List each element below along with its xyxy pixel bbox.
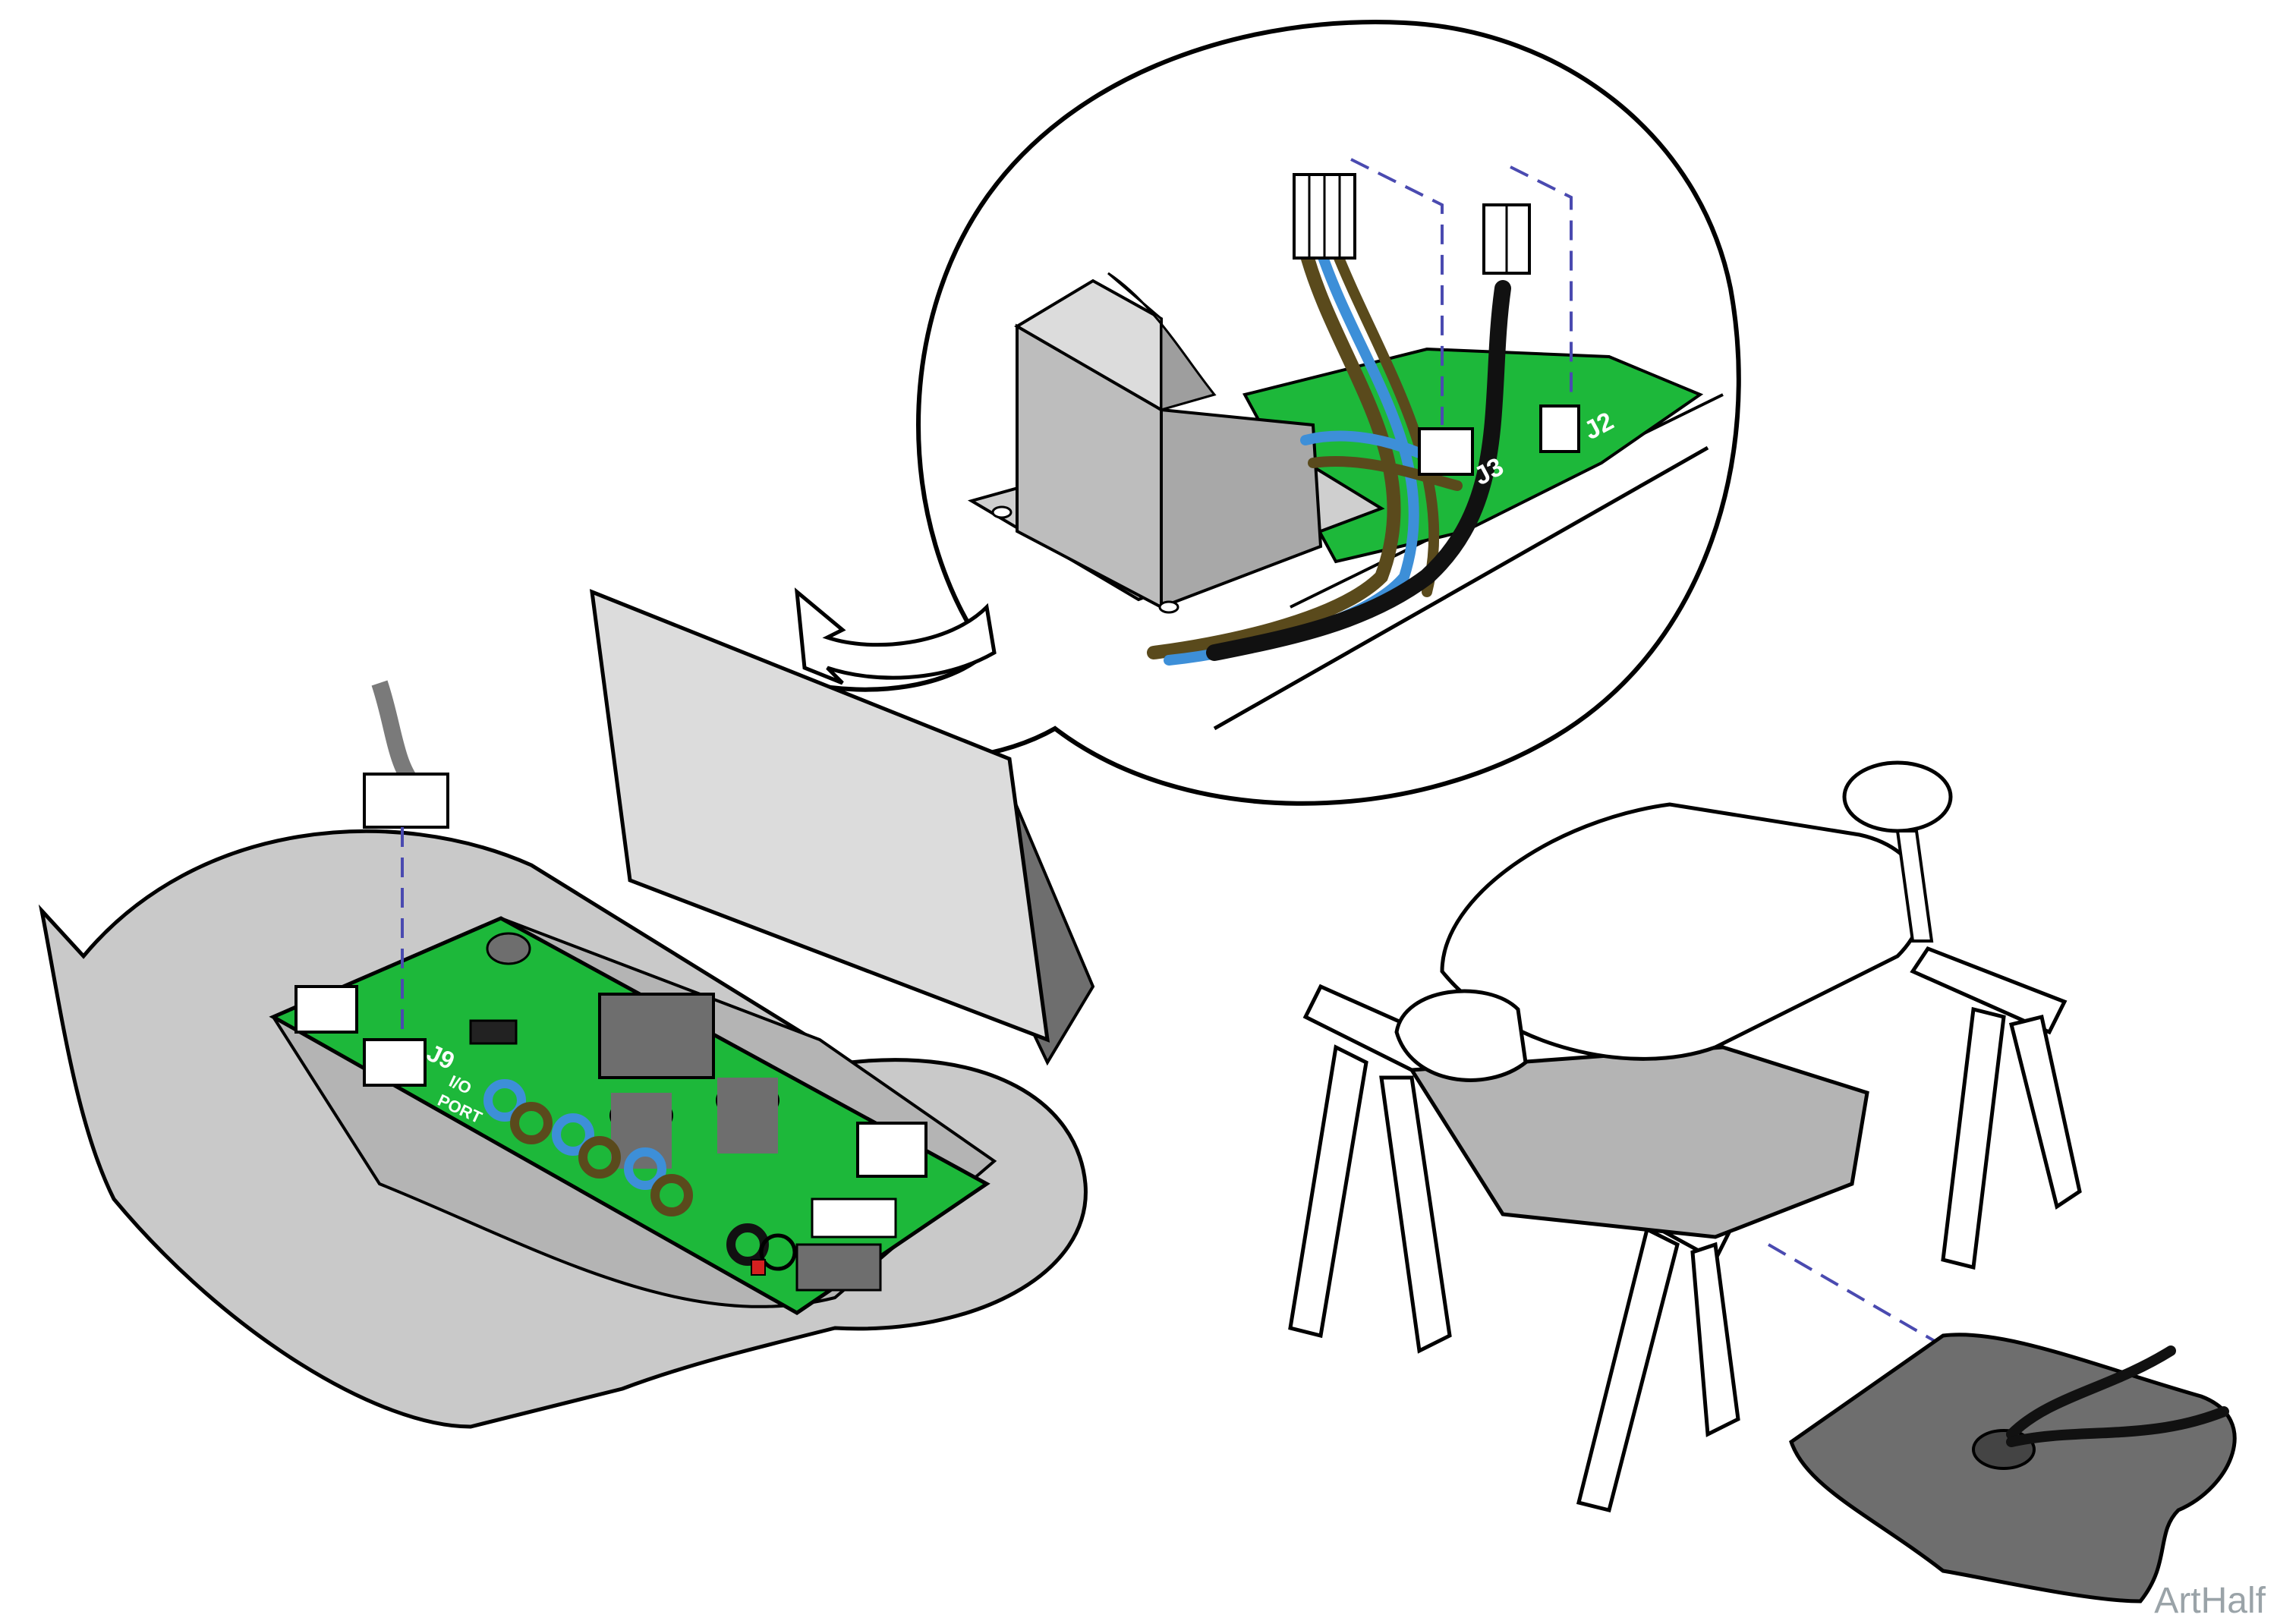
chair-headrest	[1842, 760, 1953, 943]
watermark: ArtHalf	[2154, 1581, 2266, 1621]
sawhorse	[1288, 946, 2082, 1513]
j9-connector	[363, 1038, 427, 1087]
j3-header	[1418, 427, 1474, 476]
floor-plate-cables	[2006, 1345, 2229, 1447]
transformer-wires	[1147, 244, 1511, 666]
cover-card	[589, 589, 1095, 1066]
detail-callout: J3 J2	[794, 20, 1741, 806]
j9-plug	[363, 773, 449, 829]
callout-arrow-icon	[794, 587, 997, 685]
pcb-components	[294, 932, 927, 1292]
surface-line	[1213, 445, 1709, 731]
j3-plug	[1293, 173, 1356, 260]
transformer	[967, 272, 1385, 614]
j2-plug	[1482, 203, 1531, 275]
chair-footrest	[1394, 989, 1528, 1082]
chair-base	[1408, 1045, 1869, 1239]
alignment-guides	[1350, 158, 1573, 425]
chair-base-assembly: J9 I/O PORT	[38, 589, 1095, 1429]
ribbon-cable	[363, 680, 449, 1040]
j2-header	[1539, 404, 1580, 453]
chair-on-sawhorses	[1288, 760, 2237, 1604]
